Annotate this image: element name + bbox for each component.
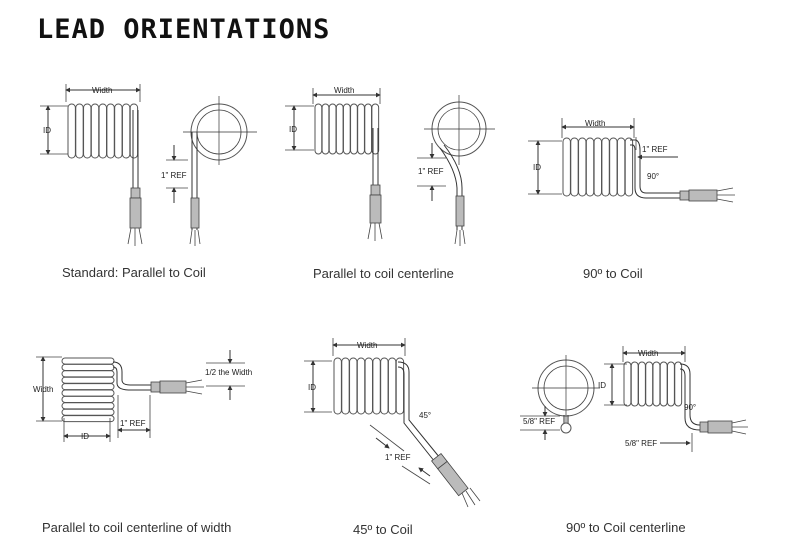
coil-turn — [585, 137, 595, 197]
coil-turn — [364, 103, 373, 155]
coil-side-view — [314, 103, 380, 155]
coil-turn — [638, 361, 646, 407]
coil-turn — [61, 357, 115, 365]
caption-45-to-coil: 45º to Coil — [353, 522, 413, 537]
width-label: Width — [585, 119, 605, 128]
caption-90-to-centerline: 90º to Coil centerline — [566, 520, 686, 535]
width-label: Width — [33, 385, 53, 394]
coil-side-view — [61, 357, 115, 423]
ref-label: 1" REF — [418, 167, 444, 176]
coil-turn — [321, 103, 330, 155]
caption-parallel-centerline: Parallel to coil centerline — [313, 266, 454, 281]
coil-turn — [328, 103, 337, 155]
coil-turn — [652, 361, 661, 407]
half-width-label: 1/2 the Width — [205, 368, 252, 377]
coil-turn — [61, 383, 115, 391]
coil-side-view — [562, 137, 634, 197]
coil-side-view — [333, 357, 405, 415]
coil-turn — [609, 137, 618, 197]
coil-turn — [75, 103, 84, 159]
coil-turn — [562, 137, 571, 197]
coil-turn — [630, 361, 639, 407]
coil-turn — [106, 103, 115, 159]
coil-turn — [61, 363, 115, 371]
ref-label: 1" REF — [642, 145, 668, 154]
coil-turn — [667, 361, 675, 407]
coil-turn — [61, 376, 115, 384]
id-label: ID — [289, 125, 297, 134]
ref-label: 1" REF — [161, 171, 187, 180]
id-label: ID — [81, 432, 89, 441]
coil-turn — [380, 357, 389, 415]
coil-side-view — [67, 103, 139, 159]
diagram-90-to-coil: Width ID 1" REF 90° — [528, 118, 735, 203]
braided-lead — [129, 197, 142, 229]
coil-turn — [121, 103, 131, 159]
diagram-parallel-centerline: Width ID 1" REF — [285, 86, 495, 246]
coil-turn — [593, 137, 602, 197]
coil-turn — [645, 361, 654, 407]
ref-label: 5/8" REF — [523, 417, 555, 426]
coil-turn — [623, 361, 632, 407]
coil-turn — [371, 103, 380, 155]
coil-turn — [335, 103, 344, 155]
coil-turn — [387, 357, 397, 415]
coil-turn — [314, 103, 323, 155]
width-label: Width — [638, 349, 658, 358]
coil-turn — [616, 137, 626, 197]
diagram-parallel-centerline-width: Width 1/2 the Width 1" REF ID — [33, 350, 252, 442]
id-label: ID — [43, 126, 51, 135]
lead-sleeve — [130, 187, 141, 199]
width-label: Width — [334, 86, 354, 95]
coil-turn — [61, 402, 115, 410]
coil-side-view — [623, 361, 683, 407]
coil-turn — [114, 103, 123, 159]
coil-turn — [674, 361, 683, 407]
diagram-90-to-centerline: 5/8" REF Width ID 90° 5/8" REF — [520, 346, 748, 452]
caption-parallel-centerline-width: Parallel to coil centerline of width — [42, 520, 232, 535]
ref-label: 1" REF — [385, 453, 411, 462]
caption-standard-parallel: Standard: Parallel to Coil — [62, 265, 206, 280]
coil-turn — [578, 137, 587, 197]
angle-label: 90° — [684, 403, 696, 412]
diagram-standard-parallel: Width ID 1" REF — [40, 84, 257, 246]
coil-turn — [570, 137, 579, 197]
page-title: LEAD ORIENTATIONS — [37, 14, 331, 45]
width-label: Width — [357, 341, 377, 350]
coil-turn — [372, 357, 381, 415]
caption-90-to-coil: 90º to Coil — [583, 266, 643, 281]
coil-turn — [333, 357, 342, 415]
coil-turn — [350, 103, 358, 155]
coil-turn — [349, 357, 358, 415]
coil-turn — [61, 370, 115, 378]
coil-turn — [83, 103, 92, 159]
coil-turn — [61, 408, 115, 416]
coil-turn — [67, 103, 76, 159]
coil-turn — [129, 103, 139, 159]
id-label: ID — [308, 383, 316, 392]
coil-turn — [395, 357, 405, 415]
coil-turn — [342, 103, 351, 155]
id-label: ID — [598, 381, 606, 390]
coil-turn — [61, 395, 115, 403]
coil-turn — [90, 103, 100, 159]
coil-turn — [357, 103, 365, 155]
width-label: Width — [92, 86, 112, 95]
ref-label: 1" REF — [120, 419, 146, 428]
coil-turn — [364, 357, 374, 415]
angle-label: 90° — [647, 172, 659, 181]
coil-turn — [61, 415, 115, 423]
coil-turn — [98, 103, 108, 159]
coil-turn — [601, 137, 610, 197]
id-label: ID — [533, 163, 541, 172]
ref-label: 5/8" REF — [625, 439, 657, 448]
coil-turn — [624, 137, 634, 197]
coil-turn — [356, 357, 366, 415]
diagram-45-to-coil: Width ID 45° 1" REF — [304, 338, 481, 508]
coil-turn — [341, 357, 350, 415]
angle-label: 45° — [419, 411, 431, 420]
coil-turn — [659, 361, 668, 407]
coil-turn — [61, 389, 115, 397]
